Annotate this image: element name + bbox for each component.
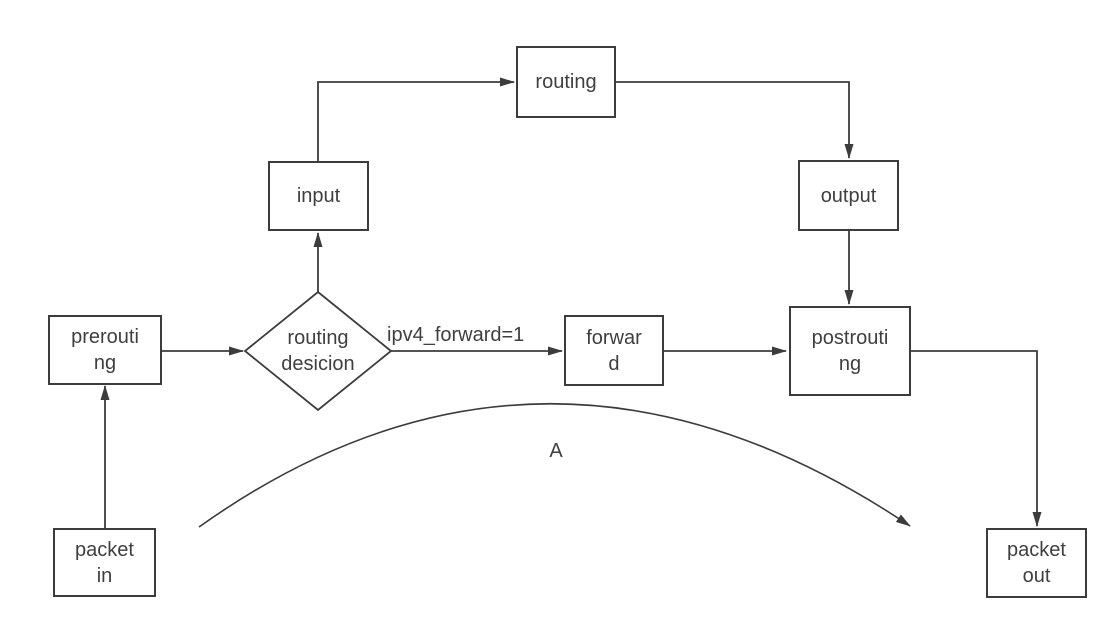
edge-routing-to-output [616,81,854,159]
edge-label-a: A [549,440,563,462]
node-routing-decision-label: routing desicion [281,327,355,375]
node-packet-out: packet out [986,528,1087,598]
edge-input-to-routing [317,77,515,161]
routing-decision-diamond [243,290,393,412]
node-input: input [268,161,369,231]
node-output: output [798,160,899,231]
edge-bypass-curve [198,403,911,528]
node-routing: routing [516,46,616,118]
edge-label-ipv4-forward: ipv4_forward=1 [387,324,525,346]
node-forward: forwar d [564,315,664,386]
node-packet-in: packet in [53,528,156,597]
node-prerouting: prerouti ng [48,315,162,385]
edge-postrouting-to-packetout [911,350,1042,527]
node-postrouting: postrouti ng [789,306,911,396]
